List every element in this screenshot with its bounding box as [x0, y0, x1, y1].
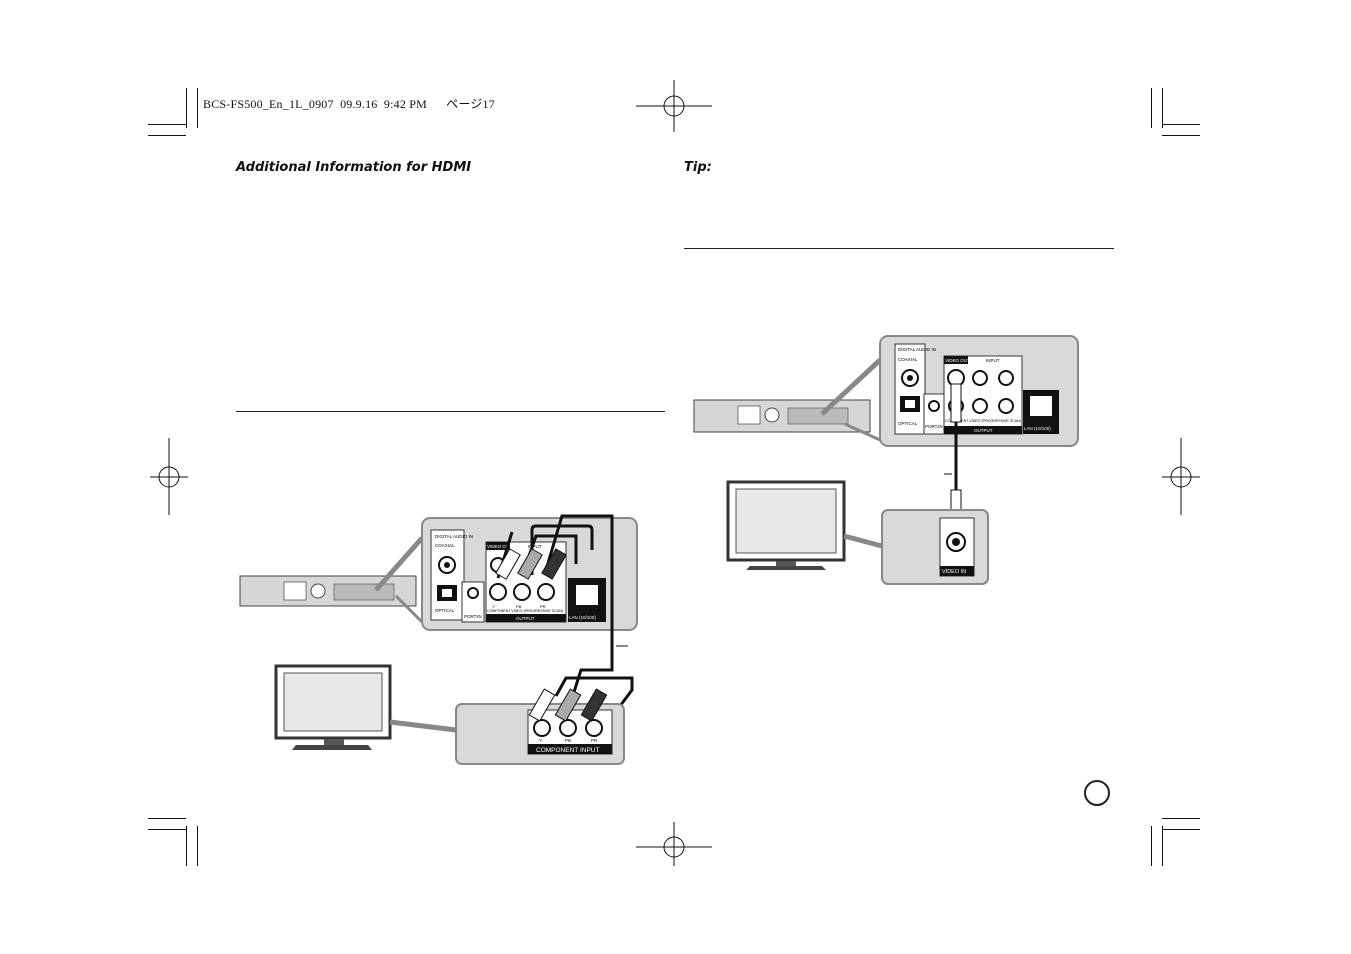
label-digital-audio-in: DIGITAL AUDIO IN: [435, 534, 473, 539]
v-label-digital-audio-in: DIGITAL AUDIO IN: [898, 347, 936, 352]
section-rule-right: [684, 248, 1114, 249]
label-optical: OPTICAL: [435, 608, 455, 613]
label-port-in: PORT.IN: [464, 614, 482, 619]
v-label-port-in: PORT.IN: [925, 424, 943, 429]
label-lan: LAN (10/100): [569, 615, 596, 620]
label-component-video: COMPONENT VIDEO (PROGRESSIVE SCAN): [487, 609, 563, 613]
header-slug: BCS-FS500_En_1L_0907 09.9.16 9:42 PM ページ…: [203, 97, 495, 111]
television: [274, 664, 392, 750]
target-right: [1162, 438, 1200, 515]
v-label-coaxial: COAXIAL: [898, 357, 918, 362]
component-plugs-player: [495, 548, 567, 580]
label-video-in: VIDEO IN: [942, 569, 966, 575]
section-rule-left: [236, 411, 665, 412]
tv-label-pr: PR: [591, 738, 598, 743]
label-component-input: COMPONENT INPUT: [536, 747, 599, 754]
television-video: [726, 480, 846, 570]
label-pb: PB: [516, 604, 522, 609]
v-label-lan: LAN (10/100): [1024, 426, 1051, 431]
v-label-video-out: VIDEO OUT: [945, 358, 970, 363]
v-label-optical: OPTICAL: [898, 421, 918, 426]
player-unit-video: [693, 399, 871, 433]
heading-additional-info-hdmi: Additional Information for HDMI: [236, 160, 472, 175]
label-input: INPUT: [528, 544, 542, 549]
tv-label-y: Y: [539, 738, 542, 743]
label-output: OUTPUT: [516, 616, 535, 621]
target-left: [150, 438, 188, 515]
label-pr: PR: [540, 604, 546, 609]
label-y: Y: [492, 604, 495, 609]
tv-input-zoom-video: VIDEO IN: [881, 509, 989, 585]
player-unit: [239, 575, 417, 607]
target-top: [636, 80, 712, 132]
tv-input-zoom: Y PB PR COMPONENT INPUT: [455, 688, 625, 765]
tv-label-pb: PB: [565, 738, 571, 743]
label-coaxial: COAXIAL: [435, 543, 455, 548]
target-bottom: [636, 822, 712, 866]
v-label-output: OUTPUT: [974, 428, 993, 433]
v-label-input: INPUT: [986, 358, 1000, 363]
page-number-badge: [1084, 780, 1110, 806]
heading-tip: Tip:: [684, 160, 712, 175]
component-connection-diagram: DIGITAL AUDIO IN COAXIAL OPTICAL PORT.IN…: [239, 514, 638, 765]
video-connection-diagram: DIGITAL AUDIO IN COAXIAL OPTICAL PORT.IN…: [693, 335, 1079, 585]
label-video-out: VIDEO OUT: [487, 544, 512, 549]
v-label-component-video: COMPONENT VIDEO (PROGRESSIVE SCAN): [945, 419, 1021, 423]
rear-panel-zoom-video: DIGITAL AUDIO IN COAXIAL OPTICAL PORT.IN…: [879, 335, 1079, 447]
